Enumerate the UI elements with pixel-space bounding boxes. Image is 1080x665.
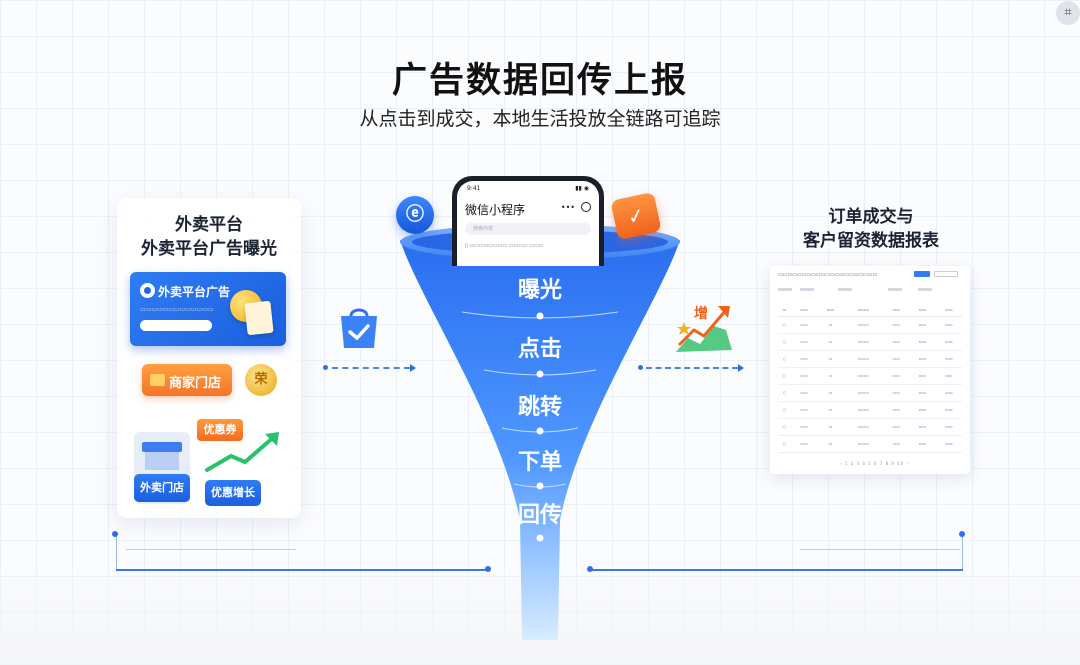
growth-arrow-icon xyxy=(205,432,279,472)
phone-screen: 9:41 ▮▮ ◉ 微信小程序 ••• 搜索内容 ▯ ▭▭▭▭▭▭▭▭ ▭▭▭▭… xyxy=(457,181,599,266)
report-filters xyxy=(778,288,962,300)
ad-card-pill xyxy=(140,320,212,331)
funnel-stage-dots xyxy=(536,312,544,542)
phone-mockup: 9:41 ▮▮ ◉ 微信小程序 ••• 搜索内容 ▯ ▭▭▭▭▭▭▭▭ ▭▭▭▭… xyxy=(452,176,604,266)
dashed-arrow-right xyxy=(646,367,738,369)
left-heading-1: 外卖平台 xyxy=(175,215,243,235)
store-tag: 商家门店 xyxy=(142,364,232,396)
right-heading-2: 客户留资数据报表 xyxy=(803,231,939,251)
bottom-dot-left-top xyxy=(112,531,118,537)
table-row: ○▭▭▭▭▭▭▭▭▭▭▭▭ xyxy=(778,316,962,334)
bottom-line-right-faint xyxy=(800,549,960,550)
close-circle-icon[interactable] xyxy=(581,202,591,212)
arrow-head-left xyxy=(410,364,416,372)
dashed-arrow-left xyxy=(332,367,410,369)
stage-exposure: 曝光 xyxy=(517,278,562,303)
shop-building xyxy=(145,452,179,470)
bottom-line-left-faint xyxy=(126,549,296,550)
left-heading-2: 外卖平台广告曝光 xyxy=(141,239,277,259)
page-title: 广告数据回传上报 xyxy=(391,61,688,101)
trend-up-icon: 增 xyxy=(676,305,732,352)
ad-card: 外卖平台广告 ▭▭▭▭▭▭▭▭▭▭▭▭▭ xyxy=(130,272,286,346)
funnel-body xyxy=(400,240,680,640)
report-primary-button[interactable] xyxy=(914,271,930,277)
arrow-start-dot-right xyxy=(638,365,643,370)
wechat-badge-icon: ⓔ xyxy=(396,196,434,234)
table-row: ○▭▭▭▭▭▭▭▭▭▭▭▭ xyxy=(778,435,962,453)
trend-icon-text: 增 xyxy=(694,305,708,322)
report-title-line: ▭▭▭▭▭▭▭▭▭▭▭▭▭▭▭▭▭▭▭▭▭ xyxy=(778,272,878,278)
bottom-dot-right-top xyxy=(959,531,965,537)
right-heading-1: 订单成交与 xyxy=(828,207,914,227)
page-subtitle: 从点击到成交，本地生活投放全链路可追踪 xyxy=(359,108,721,130)
store-tag-label: 商家门店 xyxy=(169,376,222,391)
shopping-bag-icon xyxy=(341,308,377,348)
left-panel-card: 外卖平台 外卖平台广告曝光 外卖平台广告 ▭▭▭▭▭▭▭▭▭▭▭▭▭ 商家门店 … xyxy=(117,198,301,518)
coupon-tag: 优惠券 xyxy=(197,419,243,441)
stage-order: 下单 xyxy=(517,450,562,475)
phone-status-time: 9:41 xyxy=(467,185,481,192)
shop-awning xyxy=(142,442,182,452)
more-icon[interactable]: ••• xyxy=(560,203,575,212)
scan-icon[interactable]: ⌗ xyxy=(1056,1,1080,25)
table-row: ○▭▭▭▭▭▭▭▭▭▭▭▭ xyxy=(778,384,962,402)
bottom-line-right xyxy=(592,569,963,571)
phone-content-line: ▯ ▭▭▭▭▭▭▭▭ ▭▭▭▭ ▭▭▭ xyxy=(465,243,544,249)
shop-button: 外卖门店 xyxy=(134,474,190,502)
right-panel-card: 订单成交与 客户留资数据报表 ▭▭▭▭▭▭▭▭▭▭▭▭▭▭▭▭▭▭▭▭▭ ▭▭▭… xyxy=(762,192,980,482)
table-row: ○▭▭▭▭▭▭▭▭▭▭▭▭ xyxy=(778,418,962,436)
bottom-bracket-left-v xyxy=(116,534,117,570)
medal-icon: 荣 xyxy=(245,364,277,396)
search-input[interactable]: 搜索内容 xyxy=(465,223,591,235)
platform-logo-icon xyxy=(140,283,155,298)
report-table: ▭▭▭▭▭▭▭▭▭▭▭▭▭▭ ○▭▭▭▭▭▭▭▭▭▭▭▭ ○▭▭▭▭▭▭▭▭▭▭… xyxy=(778,304,962,453)
ad-card-desc: ▭▭▭▭▭▭▭▭▭▭▭▭▭ xyxy=(140,306,214,313)
ad-card-title: 外卖平台广告 xyxy=(158,285,231,299)
miniprogram-title: 微信小程序 xyxy=(465,203,526,217)
envelope-icon xyxy=(150,374,165,386)
table-row: ○▭▭▭▭▭▭▭▭▭▭▭▭ xyxy=(778,367,962,385)
document-icon xyxy=(244,300,274,336)
arrow-head-right xyxy=(738,364,744,372)
arrow-start-dot xyxy=(323,365,328,370)
growth-button: 优惠增长 xyxy=(205,480,261,506)
signal-icon: ▮▮ ◉ xyxy=(575,185,589,192)
report-pagination[interactable]: ‹ 1 2 3 4 5 6 7 8 9 10 › xyxy=(840,461,910,466)
bottom-dot-right xyxy=(587,566,593,572)
report-table-preview: ▭▭▭▭▭▭▭▭▭▭▭▭▭▭▭▭▭▭▭▭▭ ▭▭▭▭▭▭▭▭▭▭▭▭▭▭ ○▭▭… xyxy=(770,266,970,474)
report-secondary-button[interactable] xyxy=(934,271,958,277)
stage-callback: 回传 xyxy=(517,503,562,528)
bottom-line-left xyxy=(116,569,488,571)
bottom-bracket-right-v xyxy=(962,534,963,570)
bottom-dot-left xyxy=(485,566,491,572)
stage-click: 点击 xyxy=(517,337,562,362)
table-row: ○▭▭▭▭▭▭▭▭▭▭▭▭ xyxy=(778,401,962,419)
stage-jump: 跳转 xyxy=(517,395,562,420)
table-row: ○▭▭▭▭▭▭▭▭▭▭▭▭ xyxy=(778,350,962,368)
table-row: ○▭▭▭▭▭▭▭▭▭▭▭▭ xyxy=(778,333,962,351)
table-header-row: ▭▭▭▭▭▭▭▭▭▭▭▭▭▭ xyxy=(778,304,962,317)
